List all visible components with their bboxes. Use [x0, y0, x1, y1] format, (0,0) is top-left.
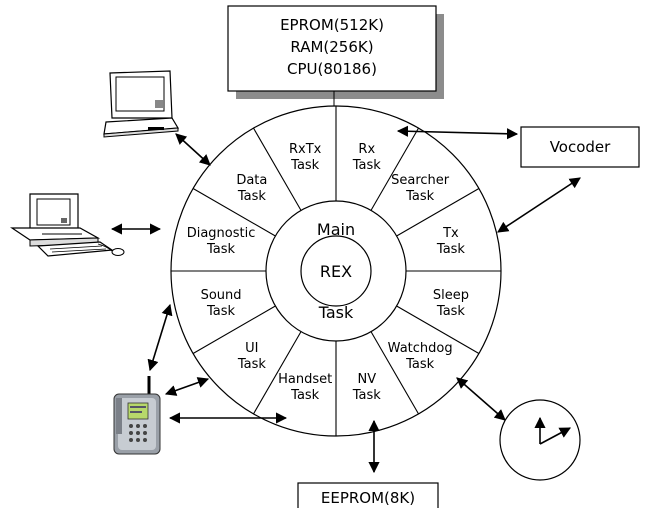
task-name: Sleep: [433, 288, 469, 303]
arrow-tx-vocoder: [497, 177, 581, 233]
connection-arrows: [110, 125, 581, 474]
arrow-watchdog-clock: [456, 377, 506, 421]
laptop-icon: [103, 70, 180, 138]
wheel-spoke: [253, 331, 302, 415]
wheel-spoke: [370, 331, 419, 415]
task-suffix: Task: [405, 357, 435, 372]
task-suffix: Task: [352, 158, 382, 173]
wheel-spoke: [192, 305, 276, 354]
task-name: RxTx: [289, 142, 322, 157]
task-label: Task: [318, 303, 354, 322]
task-suffix: Task: [436, 242, 466, 257]
main-label: Main: [317, 220, 355, 239]
handset-phone-icon: [113, 376, 161, 455]
task-name: Sound: [201, 288, 242, 303]
wheel-spoke: [370, 127, 419, 211]
task-name: Watchdog: [388, 341, 453, 356]
task-name: Searcher: [391, 173, 450, 188]
wheel-spoke: [396, 305, 480, 354]
task-name: Diagnostic: [187, 226, 256, 241]
hardware-eprom: EPROM(512K): [280, 16, 384, 34]
task-name: Tx: [442, 226, 459, 241]
task-name: NV: [357, 372, 376, 387]
task-suffix: Task: [436, 304, 466, 319]
arrow-phone-sound: [147, 303, 173, 372]
vocoder-box: Vocoder: [520, 126, 640, 168]
task-name: Data: [236, 173, 267, 188]
wheel-spoke: [396, 188, 480, 237]
task-suffix: Task: [290, 388, 320, 403]
task-suffix: Task: [290, 158, 320, 173]
task-suffix: Task: [352, 388, 382, 403]
wheel-spoke: [192, 188, 276, 237]
task-name: Handset: [278, 372, 332, 387]
task-suffix: Task: [206, 242, 236, 257]
task-name: Rx: [358, 142, 375, 157]
rex-label: REX: [320, 262, 352, 281]
task-suffix: Task: [206, 304, 236, 319]
task-suffix: Task: [237, 357, 267, 372]
hardware-box: EPROM(512K) RAM(256K) CPU(80186): [227, 5, 444, 99]
vocoder-label: Vocoder: [550, 138, 611, 156]
eeprom-box: EEPROM(8K): [297, 482, 439, 508]
desktop-computer-icon: [10, 193, 125, 257]
hardware-cpu: CPU(80186): [287, 60, 377, 78]
arrow-phone-ui: [164, 377, 210, 396]
task-suffix: Task: [237, 189, 267, 204]
eeprom-label: EEPROM(8K): [321, 489, 415, 507]
wheel-spoke: [253, 127, 302, 211]
rex-circle: [300, 235, 372, 307]
arrow-laptop-data: [175, 133, 211, 166]
arrow-rx-vocoder: [396, 125, 519, 140]
hardware-ram: RAM(256K): [290, 38, 373, 56]
clock-icon: [499, 399, 581, 481]
task-suffix: Task: [405, 189, 435, 204]
task-name: UI: [245, 341, 258, 356]
